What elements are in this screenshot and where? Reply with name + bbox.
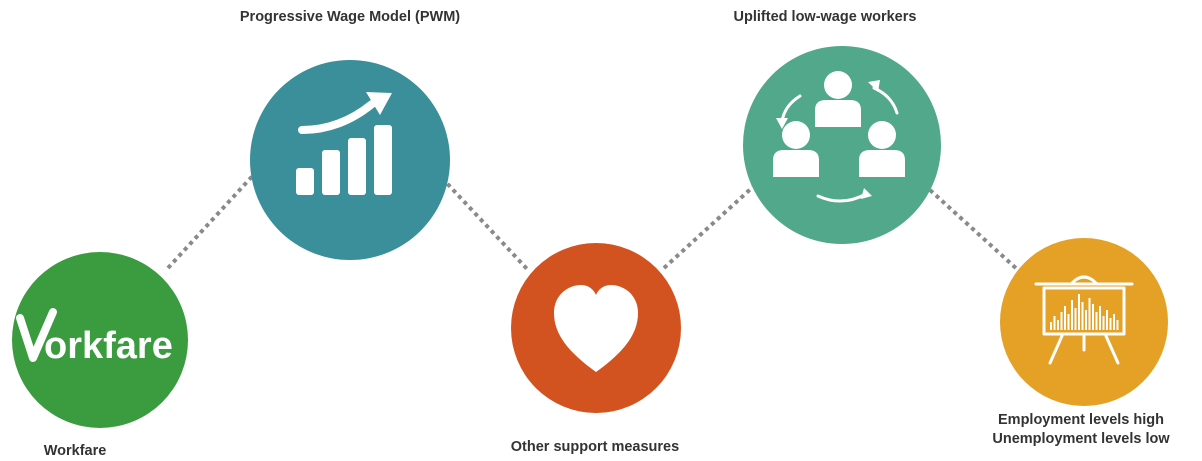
board-mini-bar xyxy=(1064,306,1066,330)
employment-label-line-1: Employment levels high xyxy=(998,412,1164,428)
connector-other-uplifted xyxy=(662,183,757,270)
board-mini-bar xyxy=(1095,312,1098,330)
board-mini-bar xyxy=(1109,318,1112,330)
heart-icon xyxy=(554,285,638,372)
board-mini-bar xyxy=(1113,314,1115,330)
workfare-node: orkfare xyxy=(12,252,188,428)
workfare-circle xyxy=(12,252,188,428)
board-mini-bar xyxy=(1053,316,1056,330)
employment-label-line-2: Unemployment levels low xyxy=(992,431,1170,447)
employment-node xyxy=(1000,238,1168,406)
board-mini-bar xyxy=(1050,322,1052,330)
board-mini-bar xyxy=(1092,304,1094,330)
board-mini-bar xyxy=(1099,306,1101,330)
connectors xyxy=(166,168,1020,272)
workfare-label: Workfare xyxy=(43,443,107,459)
workfare-logo: orkfare xyxy=(16,308,173,367)
connector-workfare-pwm xyxy=(166,168,260,270)
presentation-board-icon xyxy=(1034,275,1134,365)
other-support-node xyxy=(511,243,681,413)
pwm-label: Progressive Wage Model (PWM) xyxy=(239,9,461,25)
workfare-check-icon xyxy=(16,308,57,362)
other-support-label: Other support measures xyxy=(510,439,680,455)
connector-uplifted-employment xyxy=(928,188,1020,272)
board-mini-bar xyxy=(1078,294,1080,330)
board-mini-bar xyxy=(1102,316,1105,330)
board-mini-bar xyxy=(1085,310,1087,330)
employment-label: Employment levels high Unemployment leve… xyxy=(960,411,1202,449)
growth-chart-icon xyxy=(296,92,392,195)
uplifted-node xyxy=(743,46,941,244)
uplifted-label: Uplifted low-wage workers xyxy=(733,9,917,25)
board-mini-bar xyxy=(1081,302,1084,330)
board-mini-bar xyxy=(1074,308,1077,330)
board-mini-bar xyxy=(1057,320,1059,330)
people-cycle-icon xyxy=(773,71,905,203)
connector-pwm-other xyxy=(440,176,530,272)
employment-circle xyxy=(1000,238,1168,406)
pwm-node xyxy=(250,60,450,260)
board-mini-bar xyxy=(1088,298,1091,330)
board-mini-bar xyxy=(1116,320,1119,330)
uplifted-circle xyxy=(743,46,941,244)
board-mini-bar xyxy=(1060,312,1063,330)
board-mini-bar xyxy=(1067,314,1070,330)
board-mini-bar xyxy=(1106,310,1108,330)
workfare-logo-text: orkfare xyxy=(44,325,173,367)
board-mini-bar xyxy=(1071,300,1073,330)
